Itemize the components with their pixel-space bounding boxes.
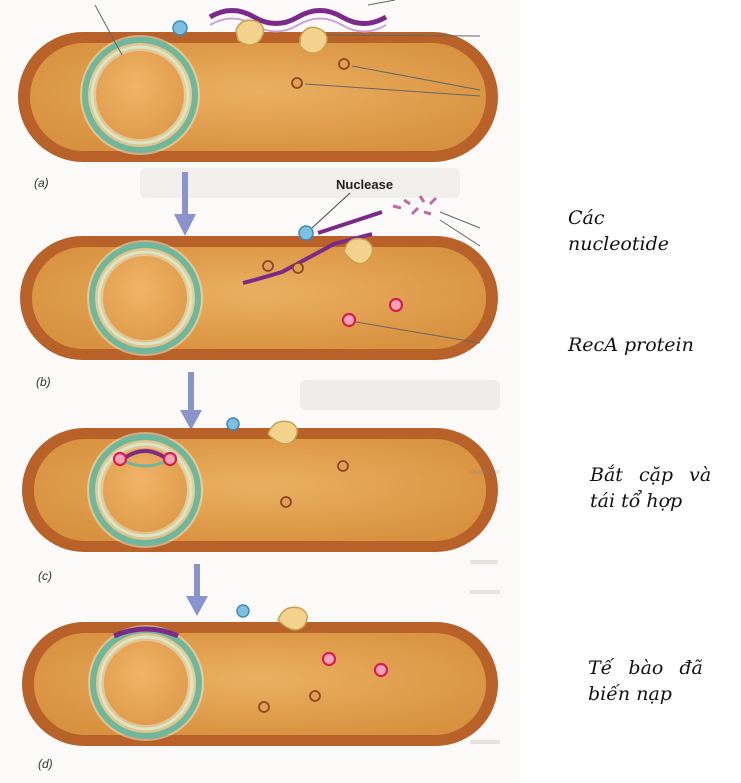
panel-label-b: (b) (36, 375, 51, 389)
nucleotide-dot (310, 691, 320, 701)
caption-nucleotides: Các nucleotide (568, 205, 669, 257)
nucleotide-dot (338, 461, 348, 471)
nucleotide-dot (339, 59, 349, 69)
nuclease-label: Nuclease (336, 177, 393, 192)
chromosome (88, 625, 204, 741)
caption-line: Bắt cặp và (590, 462, 711, 488)
nuclease-icon (237, 605, 249, 617)
chromosome (87, 432, 203, 548)
nucleotide-dot (259, 702, 269, 712)
panel-label-d: (d) (38, 757, 53, 771)
binding-protein (300, 27, 327, 53)
nuclease-icon (173, 21, 187, 35)
caption-line: RecA protein (568, 332, 694, 358)
nucleotide-dot (263, 261, 273, 271)
nuclease-icon (227, 418, 239, 430)
chromosome (80, 35, 200, 155)
caption-pairing-recombination: Bắt cặp và tái tổ hợp (590, 462, 711, 514)
reca-dot (343, 314, 355, 326)
caption-line: biến nạp (588, 681, 703, 707)
nucleotide-dot (281, 497, 291, 507)
reca-dot (164, 453, 176, 465)
nuclease-icon (299, 226, 313, 240)
reca-dot (375, 664, 387, 676)
caption-transformed-cell: Tế bào đã biến nạp (588, 655, 703, 707)
caption-line: Tế bào đã (588, 655, 703, 681)
panel-label-c: (c) (38, 569, 52, 583)
nucleotide-dot (292, 78, 302, 88)
binding-protein (236, 20, 264, 45)
caption-line: Các (568, 205, 669, 231)
caption-line: nucleotide (568, 231, 669, 257)
reca-dot (323, 653, 335, 665)
nucleotide-dot (293, 263, 303, 273)
caption-line: tái tổ hợp (590, 488, 711, 514)
reca-dot (114, 453, 126, 465)
chromosome (87, 240, 203, 356)
caption-reca-protein: RecA protein (568, 332, 694, 358)
reca-dot (390, 299, 402, 311)
panel-label-a: (a) (34, 176, 49, 190)
